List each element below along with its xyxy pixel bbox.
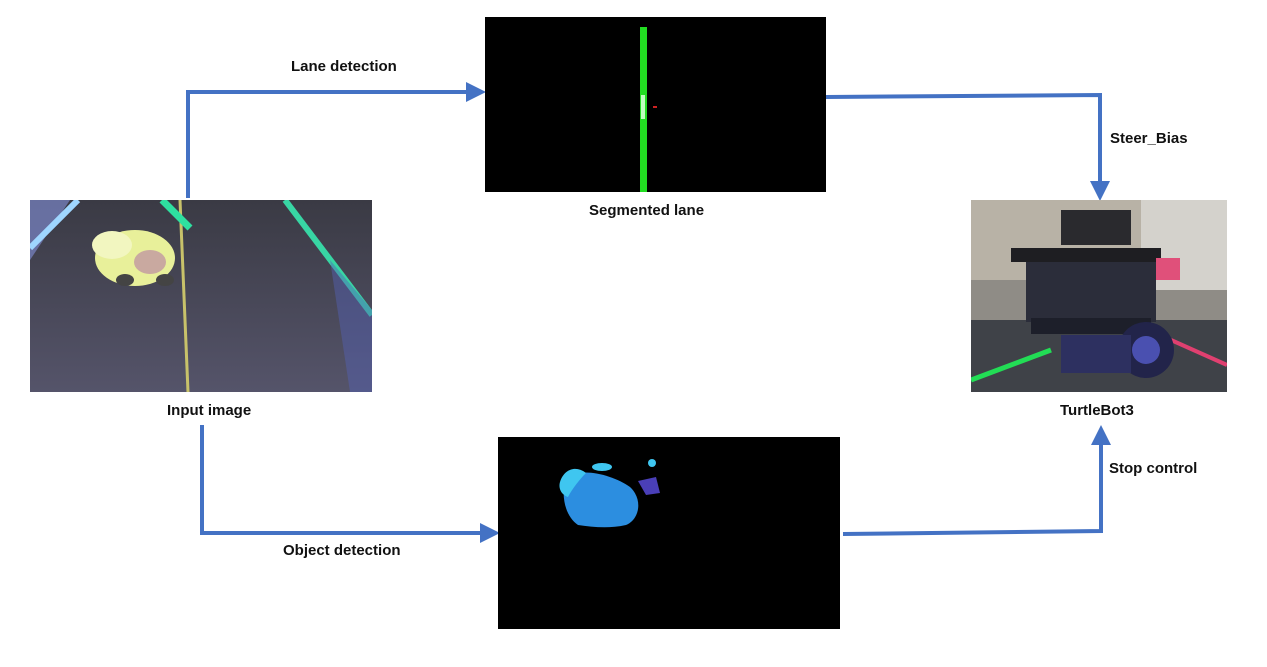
segmented-lane-image	[485, 17, 826, 192]
object-detection-panel	[498, 437, 840, 629]
edge-label-steer-bias: Steer_Bias	[1110, 130, 1188, 147]
arrow-lane-detection	[186, 82, 486, 198]
road-scene-image	[30, 200, 372, 392]
segmented-lane-panel	[485, 17, 826, 192]
turtlebot-panel	[971, 200, 1227, 392]
node-label-input-image: Input image	[167, 402, 252, 419]
edge-label-stop-control: Stop control	[1109, 460, 1198, 477]
node-label-turtlebot3: TurtleBot3	[1060, 402, 1134, 419]
input-image-panel	[30, 200, 372, 392]
arrow-steer-bias	[825, 92, 1110, 201]
object-detection-image	[498, 437, 840, 629]
arrow-object-detection	[200, 425, 500, 543]
edge-label-object-detection: Object detection	[283, 542, 401, 559]
arrow-stop-control	[842, 425, 1111, 536]
node-label-segmented-lane: Segmented lane	[589, 202, 705, 219]
turtlebot-robot-image	[971, 200, 1227, 392]
edge-label-lane-detection: Lane detection	[291, 58, 397, 75]
